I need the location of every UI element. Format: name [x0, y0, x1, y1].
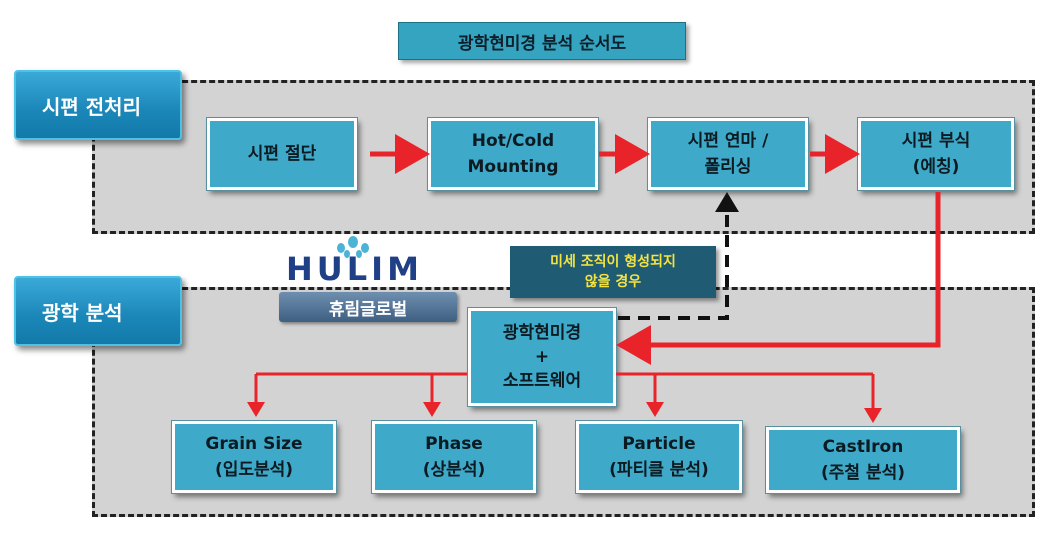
retry-note-line-1: 미세 조직이 형성되지 — [550, 254, 676, 270]
microscope-software-box: 광학현미경 + 소프트웨어 — [467, 307, 617, 407]
section-tag-prep: 시편 전처리 — [14, 70, 182, 140]
brand-badge: 휴림글로벌 — [279, 292, 457, 322]
output-castiron-1: CastIron — [822, 437, 904, 457]
step-cutting-label: 시편 절단 — [247, 144, 317, 164]
output-phase-2: (상분석) — [422, 460, 486, 480]
center-line-2: + — [534, 347, 550, 367]
step-mounting-label-1: Hot/Cold — [471, 131, 555, 151]
section-tag-analysis: 광학 분석 — [14, 276, 182, 346]
output-particle-2: (파티클 분석) — [609, 460, 709, 480]
output-castiron-2: (주철 분석) — [820, 463, 906, 483]
output-phase-1: Phase — [425, 434, 483, 454]
step-cutting: 시편 절단 — [206, 117, 358, 191]
output-grain-size: Grain Size (입도분석) — [171, 420, 337, 494]
output-particle-1: Particle — [622, 434, 696, 454]
step-mounting: Hot/Cold Mounting — [427, 117, 599, 191]
output-grain-size-2: (입도분석) — [214, 460, 294, 480]
arrow-etch-to-microscope — [616, 192, 941, 365]
step-mounting-label-2: Mounting — [467, 157, 559, 177]
hulim-logo-icon — [337, 236, 369, 258]
step-polishing-label-2: 폴리싱 — [704, 157, 752, 177]
step-polishing-label-1: 시편 연마 / — [687, 131, 769, 151]
output-particle: Particle (파티클 분석) — [575, 420, 743, 494]
arrow-feedback-dashed — [618, 192, 739, 320]
step-etching-label-2: (에칭) — [912, 157, 960, 177]
logo-wordmark: HULIM — [286, 250, 423, 288]
diagram-title: 광학현미경 분석 순서도 — [398, 22, 686, 60]
step-etching-label-1: 시편 부식 — [901, 131, 971, 151]
retry-note-line-2: 않을 경우 — [584, 274, 642, 290]
center-line-1: 광학현미경 — [502, 323, 582, 343]
step-etching: 시편 부식 (에칭) — [857, 117, 1015, 191]
output-castiron: CastIron (주철 분석) — [765, 426, 961, 494]
retry-note: 미세 조직이 형성되지 않을 경우 — [510, 246, 716, 298]
center-line-3: 소프트웨어 — [502, 371, 582, 391]
output-phase: Phase (상분석) — [371, 420, 537, 494]
output-grain-size-1: Grain Size — [205, 434, 303, 454]
step-polishing: 시편 연마 / 폴리싱 — [647, 117, 809, 191]
